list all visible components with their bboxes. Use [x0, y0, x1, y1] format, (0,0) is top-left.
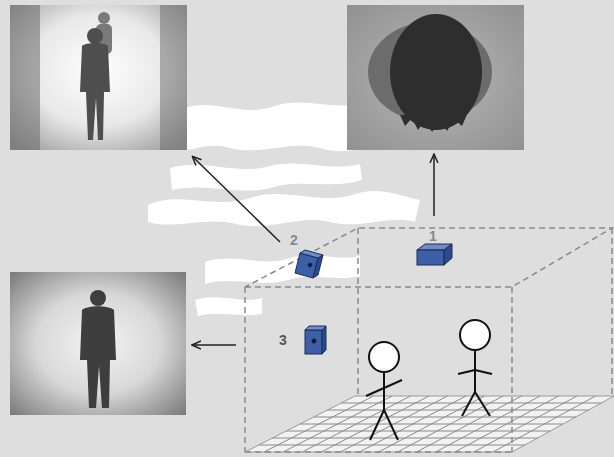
grid-line — [314, 417, 576, 418]
depth-image — [10, 5, 187, 150]
callout-number: 2 — [290, 232, 298, 248]
depth-image — [10, 272, 186, 415]
room-wireframe — [245, 228, 612, 452]
grid-line — [286, 431, 550, 432]
view-arrow — [193, 155, 434, 345]
depth-image — [347, 5, 524, 150]
grid-line — [300, 424, 563, 425]
camera — [305, 326, 326, 354]
stick-figure — [366, 320, 492, 440]
callout-number: 3 — [279, 332, 287, 348]
grid-line — [341, 403, 601, 404]
camera — [417, 244, 452, 265]
grid-line — [259, 445, 525, 446]
grid-lines — [259, 396, 602, 452]
grid-line — [328, 410, 589, 411]
callout-number: 1 — [429, 228, 437, 244]
floor-grid — [245, 396, 614, 452]
camera — [295, 250, 323, 278]
grid-line — [273, 438, 538, 439]
